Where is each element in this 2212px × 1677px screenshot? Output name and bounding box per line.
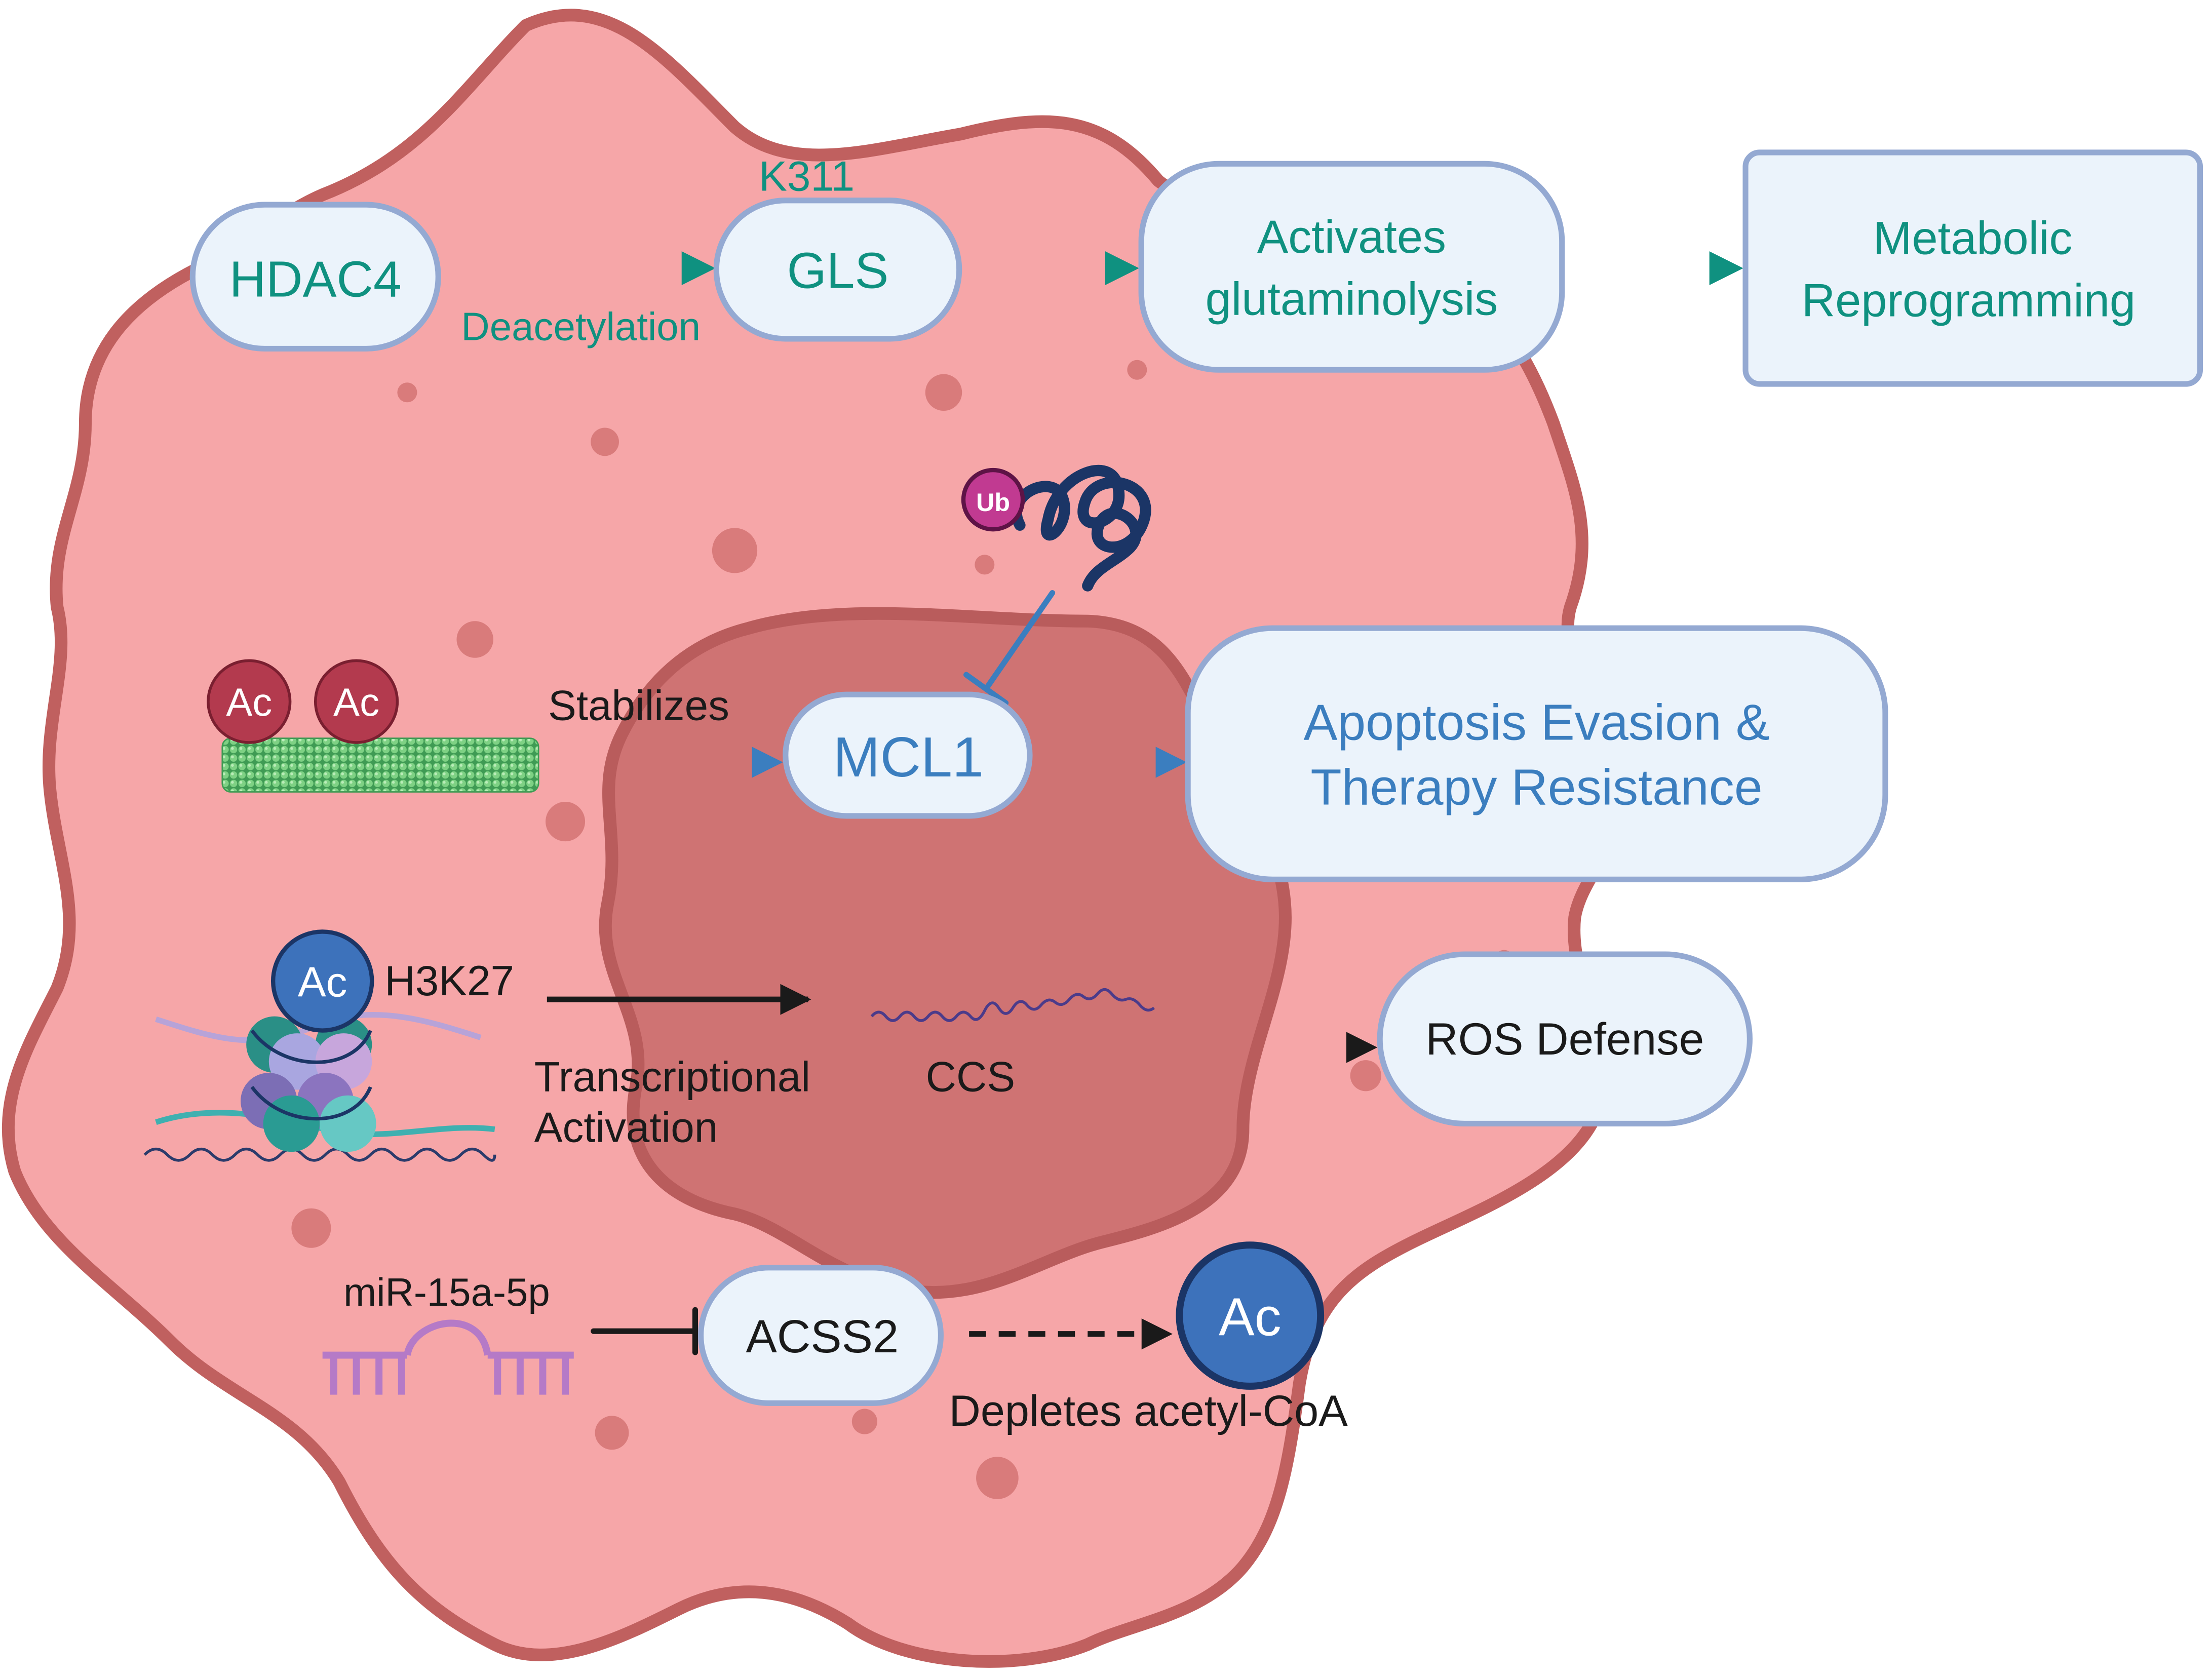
ubiquitin-badge — [961, 467, 1025, 532]
stabilizes-label: Stabilizes — [548, 681, 729, 729]
transcriptional-label-line2: Activation — [534, 1104, 718, 1151]
ac-label-histone: Ac — [298, 958, 347, 1006]
ac-badge-histone — [270, 929, 374, 1033]
organelle-dots — [291, 360, 1514, 1499]
apoptosis-line1: Apoptosis Evasion & — [1303, 694, 1769, 751]
gls-node[interactable]: GLS — [713, 198, 962, 342]
ros-defense-label: ROS Defense — [1425, 1013, 1704, 1064]
nucleosome-icon: Ac — [143, 929, 496, 1162]
mcl1-label: MCL1 — [833, 725, 984, 789]
ac-badge-1 — [207, 659, 292, 744]
metabolic-reprogramming-node[interactable]: Metabolic Reprogramming — [1742, 149, 2203, 387]
gls-label: GLS — [787, 243, 889, 299]
ccs-label: CCS — [926, 1052, 1016, 1100]
hdac4-node[interactable]: HDAC4 — [189, 202, 441, 352]
ubiquitinated-protein-icon: Ub — [961, 464, 1151, 592]
ac-badge-2 — [314, 659, 399, 744]
acetyl-coa-icon: Ac — [1176, 1241, 1325, 1390]
apoptosis-evasion-node[interactable]: Apoptosis Evasion & Therapy Resistance — [1185, 625, 1888, 882]
mirna-label: miR-15a-5p — [343, 1270, 550, 1314]
acetylated-microtubule-icon: Ac Ac — [207, 659, 539, 793]
ubiquitin-label: Ub — [976, 488, 1010, 517]
mcl1-node[interactable]: MCL1 — [783, 691, 1033, 819]
mirna-icon — [322, 1319, 574, 1395]
hdac4-label: HDAC4 — [229, 251, 402, 307]
transcriptional-label-line1: Transcriptional — [534, 1052, 810, 1100]
k311-site-label: K311 — [759, 152, 855, 200]
ac-badge-acetyl — [1176, 1241, 1325, 1390]
glutaminolysis-line1: Activates — [1257, 211, 1446, 263]
ac-label-acetyl: Ac — [1219, 1288, 1282, 1347]
ubiquitin-inhibition-arrow — [963, 590, 1056, 706]
apoptosis-line2: Therapy Resistance — [1310, 759, 1762, 816]
ac-label-1: Ac — [226, 680, 272, 724]
acss2-node[interactable]: ACSS2 — [698, 1265, 944, 1406]
h3k27-label: H3K27 — [384, 957, 514, 1004]
metabolic-line2: Reprogramming — [1802, 275, 2136, 326]
acss2-label: ACSS2 — [746, 1311, 899, 1362]
ros-defense-node[interactable]: ROS Defense — [1377, 951, 1753, 1127]
deacetylation-label: Deacetylation — [461, 304, 701, 349]
ac-label-2: Ac — [333, 680, 379, 724]
nucleus — [599, 607, 1292, 1299]
glutaminolysis-node[interactable]: Activates glutaminolysis — [1138, 161, 1565, 373]
metabolic-line1: Metabolic — [1873, 213, 2073, 264]
glutaminolysis-line2: glutaminolysis — [1206, 274, 1498, 325]
mirna-inhibition-arrow — [591, 1307, 698, 1355]
ccs-mrna-icon — [870, 988, 1155, 1022]
depletes-label: Depletes acetyl-CoA — [949, 1387, 1348, 1435]
